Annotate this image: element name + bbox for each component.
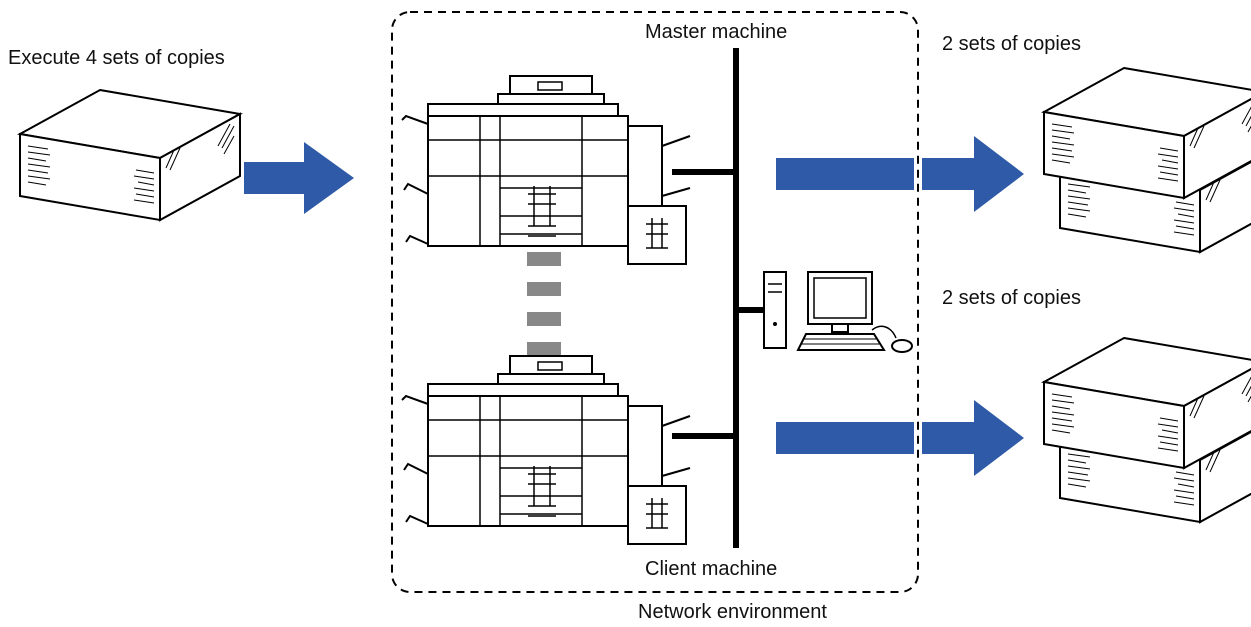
input-document-stack-icon bbox=[19, 89, 241, 221]
output-arrow-bottom-icon bbox=[776, 400, 1024, 476]
master-machine-label: Master machine bbox=[645, 21, 788, 43]
output-arrow-top-icon bbox=[776, 136, 1024, 212]
tandem-link bbox=[527, 252, 561, 356]
network-environment-label: Network environment bbox=[638, 601, 827, 623]
client-printer-icon bbox=[401, 355, 691, 545]
input-arrow-icon bbox=[244, 142, 354, 214]
output-document-stack-top-icon bbox=[1043, 67, 1251, 253]
master-printer-icon bbox=[401, 75, 691, 265]
client-machine-label: Client machine bbox=[645, 558, 778, 580]
input-label: Execute 4 sets of copies bbox=[8, 47, 225, 69]
output-bottom-label: 2 sets of copies bbox=[942, 287, 1081, 309]
output-document-stack-bottom-icon bbox=[1043, 337, 1251, 523]
network-backbone bbox=[672, 48, 764, 548]
network-environment-frame bbox=[391, 11, 919, 593]
computer-icon bbox=[763, 271, 913, 353]
output-top-label: 2 sets of copies bbox=[942, 33, 1081, 55]
